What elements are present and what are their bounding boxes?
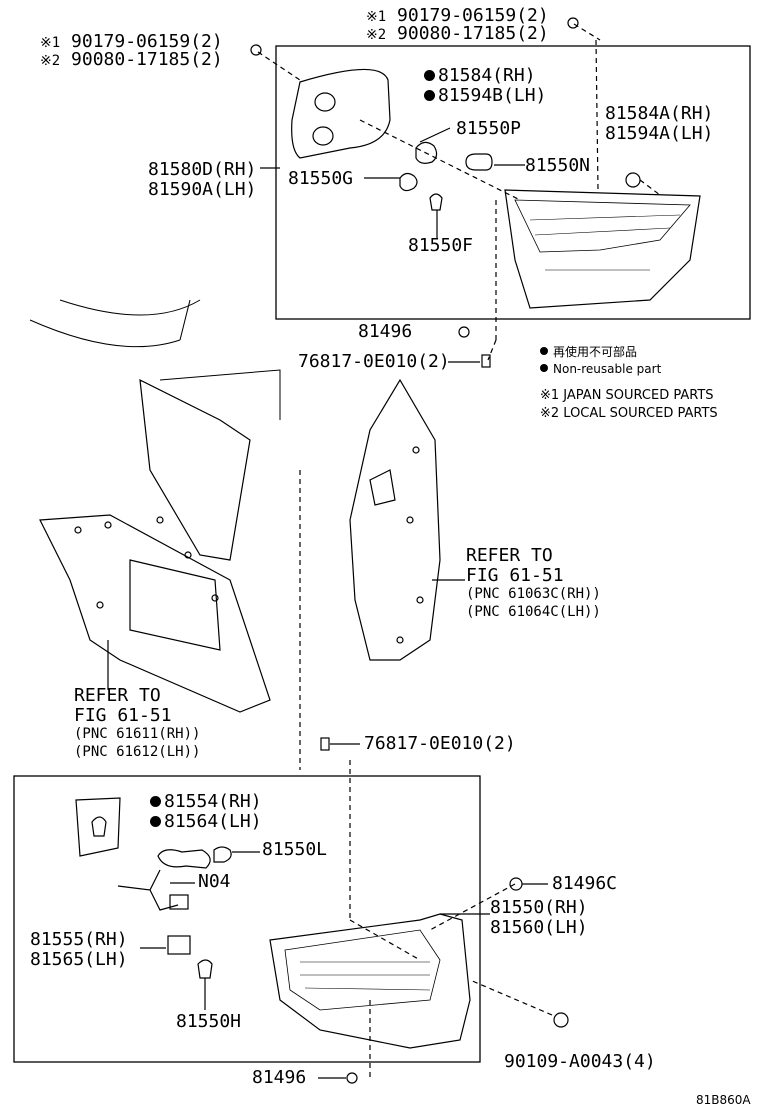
body-panel-left bbox=[29, 299, 281, 713]
screw-icon bbox=[250, 17, 641, 338]
part-81564-lh: 81564(LH) bbox=[164, 811, 262, 832]
part-81550p: 81550P bbox=[456, 118, 522, 139]
refer-left-line3: (PNC 61611(RH)) bbox=[74, 726, 201, 742]
local-mark: ※2 bbox=[40, 53, 61, 69]
cover-plate-81580d bbox=[260, 68, 391, 169]
lower-leaders bbox=[349, 760, 553, 1078]
japan-mark: ※1 bbox=[366, 9, 387, 25]
part-76817-lower: 76817-0E010(2) bbox=[364, 733, 516, 754]
part-81554-rh: 81554(RH) bbox=[164, 791, 262, 812]
part-81550g: 81550G bbox=[288, 168, 354, 189]
refer-left-line4: (PNC 61612(LH)) bbox=[74, 744, 201, 760]
local-mark: ※2 bbox=[366, 27, 387, 43]
refer-left-line1: REFER TO bbox=[74, 685, 161, 706]
part-90080-top: 90080-17185(2) bbox=[397, 23, 549, 44]
part-81496c: 81496C bbox=[552, 873, 618, 894]
socket-81550p bbox=[415, 127, 451, 164]
gasket-81554 bbox=[75, 797, 121, 857]
part-81550l: 81550L bbox=[262, 839, 328, 860]
part-90080-left: 90080-17185(2) bbox=[71, 49, 223, 70]
socket-81550g bbox=[364, 172, 418, 192]
japan-mark: ※1 bbox=[40, 35, 61, 51]
non-reusable-dot-icon bbox=[424, 90, 435, 101]
part-90109: 90109-A0043(4) bbox=[504, 1051, 656, 1072]
part-81550-rh: 81550(RH) bbox=[490, 897, 588, 918]
nut-icon bbox=[318, 877, 569, 1084]
part-81496-lower: 81496 bbox=[252, 1067, 307, 1088]
part-90179-left: 90179-06159(2) bbox=[71, 31, 223, 52]
part-76817-upper: 76817-0E010(2) bbox=[298, 351, 450, 372]
lens-81584a bbox=[504, 189, 701, 309]
legend-non-reusable-jp: 再使用不可部品 bbox=[553, 345, 638, 359]
refer-right-line2: FIG 61-51 bbox=[466, 565, 564, 586]
non-reusable-dot-icon bbox=[150, 796, 161, 807]
bulb-81550h bbox=[197, 959, 213, 1010]
part-81584a-rh: 81584A(RH) bbox=[605, 103, 714, 124]
refer-left-line2: FIG 61-51 bbox=[74, 705, 172, 726]
part-90179-top: 90179-06159(2) bbox=[397, 5, 549, 26]
diagram-code: 81B860A bbox=[696, 1093, 751, 1107]
lower-assembly-box bbox=[13, 775, 481, 1063]
legend-japan-sourced: ※1 JAPAN SOURCED PARTS bbox=[540, 388, 714, 403]
clip-icon bbox=[320, 354, 491, 751]
part-81555-rh: 81555(RH) bbox=[30, 929, 128, 950]
upper-leaders bbox=[257, 23, 661, 770]
part-81550h: 81550H bbox=[176, 1011, 242, 1032]
socket-wire-81550l bbox=[117, 846, 260, 911]
legend-local-sourced: ※2 LOCAL SOURCED PARTS bbox=[540, 406, 718, 421]
part-81594b-lh: 81594B(LH) bbox=[438, 85, 547, 106]
refer-right-line1: REFER TO bbox=[466, 545, 553, 566]
part-81560-lh: 81560(LH) bbox=[490, 917, 588, 938]
part-81550f: 81550F bbox=[408, 235, 474, 256]
part-81580d-rh: 81580D(RH) bbox=[148, 159, 257, 180]
non-reusable-dot-icon bbox=[150, 816, 161, 827]
refer-right-line3: (PNC 61063C(RH)) bbox=[466, 586, 601, 602]
refer-right-line4: (PNC 61064C(LH)) bbox=[466, 604, 601, 620]
non-reusable-dot-icon bbox=[540, 347, 548, 355]
non-reusable-dot-icon bbox=[424, 70, 435, 81]
part-81496-upper: 81496 bbox=[358, 321, 413, 342]
non-reusable-dot-icon bbox=[540, 364, 548, 372]
body-panel-right bbox=[349, 378, 465, 661]
bulb-81550n bbox=[465, 153, 525, 171]
part-81590a-lh: 81590A(LH) bbox=[148, 179, 257, 200]
connector-81555 bbox=[140, 935, 191, 955]
part-81550n: 81550N bbox=[525, 155, 591, 176]
bulb-81550f bbox=[429, 193, 443, 238]
part-81565-lh: 81565(LH) bbox=[30, 949, 128, 970]
upper-assembly-box bbox=[275, 45, 751, 320]
part-n04: N04 bbox=[198, 871, 231, 892]
legend-non-reusable-en: Non-reusable part bbox=[553, 362, 662, 376]
part-81584-rh: 81584(RH) bbox=[438, 65, 536, 86]
part-81594a-lh: 81594A(LH) bbox=[605, 123, 714, 144]
rear-lamp-81550 bbox=[269, 913, 490, 1049]
